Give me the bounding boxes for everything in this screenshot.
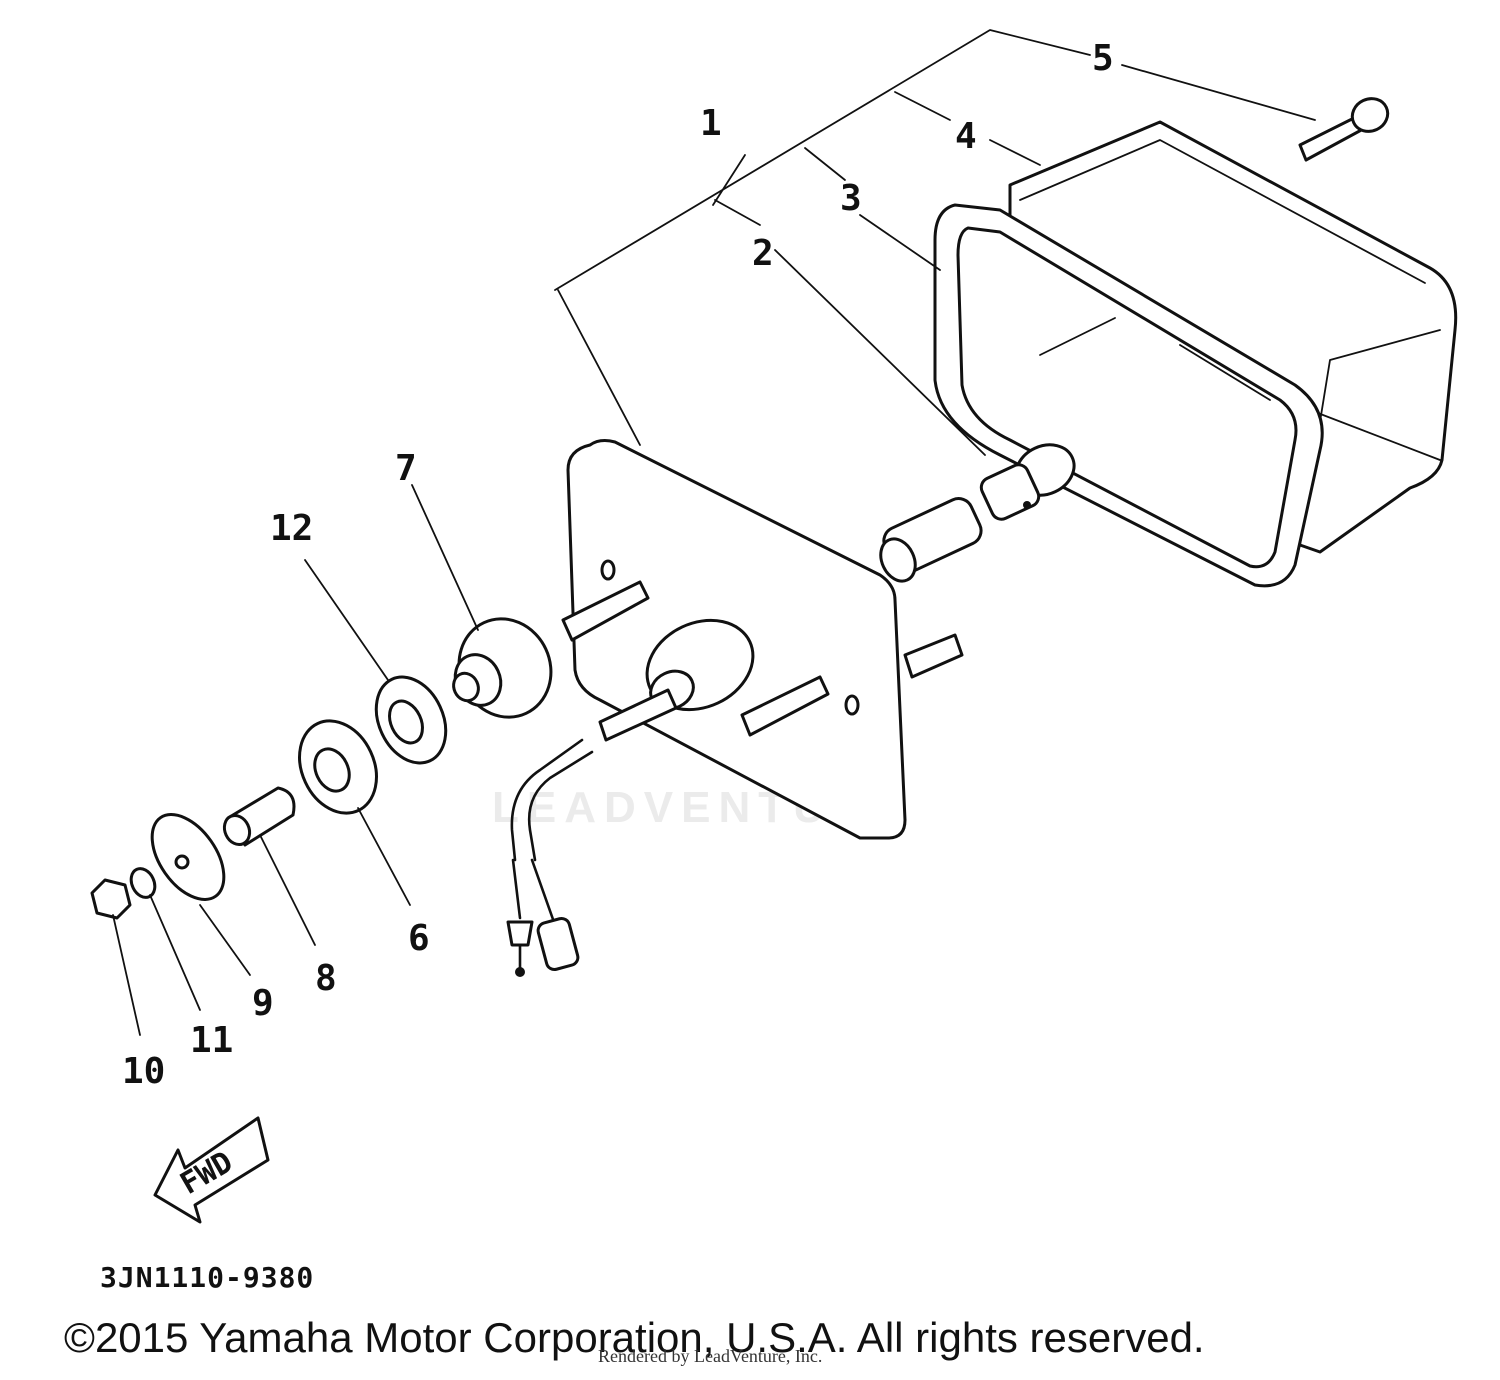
callout-3: 3 bbox=[840, 178, 862, 219]
callout-11: 11 bbox=[190, 1020, 233, 1061]
base-plate[interactable] bbox=[561, 439, 964, 840]
callout-1: 1 bbox=[700, 103, 722, 144]
nut[interactable] bbox=[90, 878, 132, 920]
washer-12[interactable] bbox=[363, 666, 459, 775]
callout-4: 4 bbox=[955, 116, 977, 157]
wire-harness[interactable] bbox=[506, 688, 678, 977]
callout-5: 5 bbox=[1092, 38, 1114, 79]
drawing-code: 3JN1110-9380 bbox=[100, 1261, 314, 1294]
callout-8: 8 bbox=[315, 958, 337, 999]
bulb-socket[interactable] bbox=[874, 494, 985, 587]
callout-2: 2 bbox=[752, 233, 774, 274]
forward-arrow-icon: FWD bbox=[153, 1116, 270, 1224]
collar[interactable] bbox=[220, 786, 296, 849]
lock-washer[interactable] bbox=[127, 865, 160, 901]
callout-numbers: 1 2 3 4 5 6 7 8 9 10 11 12 bbox=[122, 38, 1114, 1092]
screw[interactable] bbox=[1298, 93, 1393, 162]
plate-washer[interactable] bbox=[138, 802, 239, 913]
grommet[interactable] bbox=[443, 604, 567, 733]
callout-10: 10 bbox=[122, 1051, 165, 1092]
lens-gasket[interactable] bbox=[933, 203, 1324, 588]
callout-12: 12 bbox=[270, 508, 313, 549]
leader-lines bbox=[112, 29, 1316, 1036]
washer-6[interactable] bbox=[285, 708, 391, 825]
copyright-notice: ©2015 Yamaha Motor Corporation, U.S.A. A… bbox=[64, 1314, 1205, 1361]
bulb[interactable] bbox=[978, 436, 1082, 523]
callout-9: 9 bbox=[252, 983, 274, 1024]
callout-6: 6 bbox=[408, 918, 430, 959]
taillight-housing[interactable] bbox=[1008, 120, 1458, 554]
callout-7: 7 bbox=[395, 448, 417, 489]
render-credit: Rendered by LeadVenture, Inc. bbox=[598, 1346, 823, 1366]
